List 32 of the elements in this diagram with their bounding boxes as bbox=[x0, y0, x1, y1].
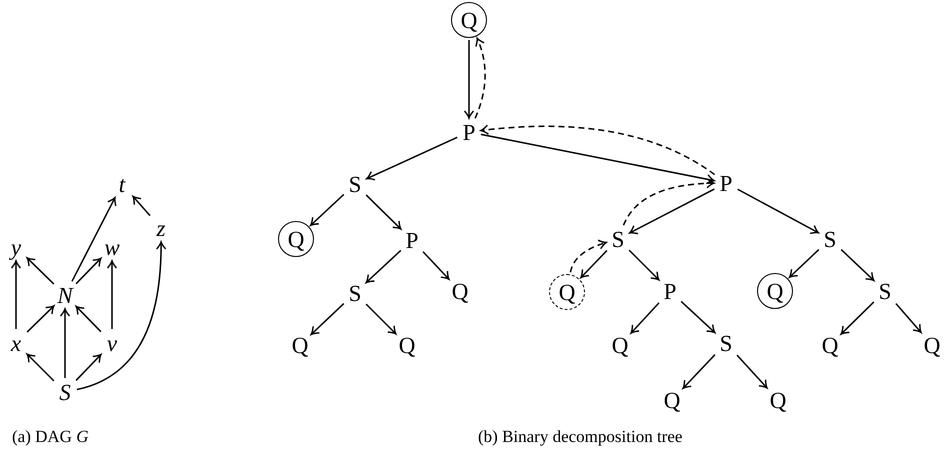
node-label: Q bbox=[611, 334, 629, 356]
node-label: S bbox=[346, 173, 364, 195]
node-label: w bbox=[103, 236, 121, 258]
node-label: S bbox=[56, 381, 74, 403]
node-label: S bbox=[876, 280, 894, 302]
caption: (a) DAG G bbox=[12, 427, 88, 448]
node-label: Q bbox=[923, 334, 941, 356]
circled-node: Q bbox=[278, 221, 314, 257]
node-label: Q bbox=[451, 280, 469, 302]
node-label: z bbox=[152, 217, 170, 239]
node-label: Q bbox=[291, 334, 309, 356]
circled-node: Q bbox=[757, 273, 793, 309]
circled-node: Q bbox=[451, 2, 487, 38]
node-label: P bbox=[403, 229, 421, 251]
node-label: t bbox=[113, 173, 131, 195]
node-label: S bbox=[821, 228, 839, 250]
node-label: Q bbox=[821, 334, 839, 356]
node-label: P bbox=[460, 121, 478, 143]
node-label: S bbox=[346, 282, 364, 304]
dashed-circled-node: Q bbox=[549, 274, 585, 310]
node-label: N bbox=[56, 284, 74, 306]
node-label: Q bbox=[663, 389, 681, 411]
node-label: P bbox=[717, 172, 735, 194]
node-label: P bbox=[661, 280, 679, 302]
node-label: y bbox=[7, 236, 25, 258]
node-label: v bbox=[103, 332, 121, 354]
node-label: x bbox=[7, 332, 25, 354]
node-label: Q bbox=[769, 389, 787, 411]
node-label: S bbox=[717, 332, 735, 354]
node-label: S bbox=[609, 228, 627, 250]
caption: (b) Binary decomposition tree bbox=[478, 427, 682, 448]
node-label: Q bbox=[398, 334, 416, 356]
